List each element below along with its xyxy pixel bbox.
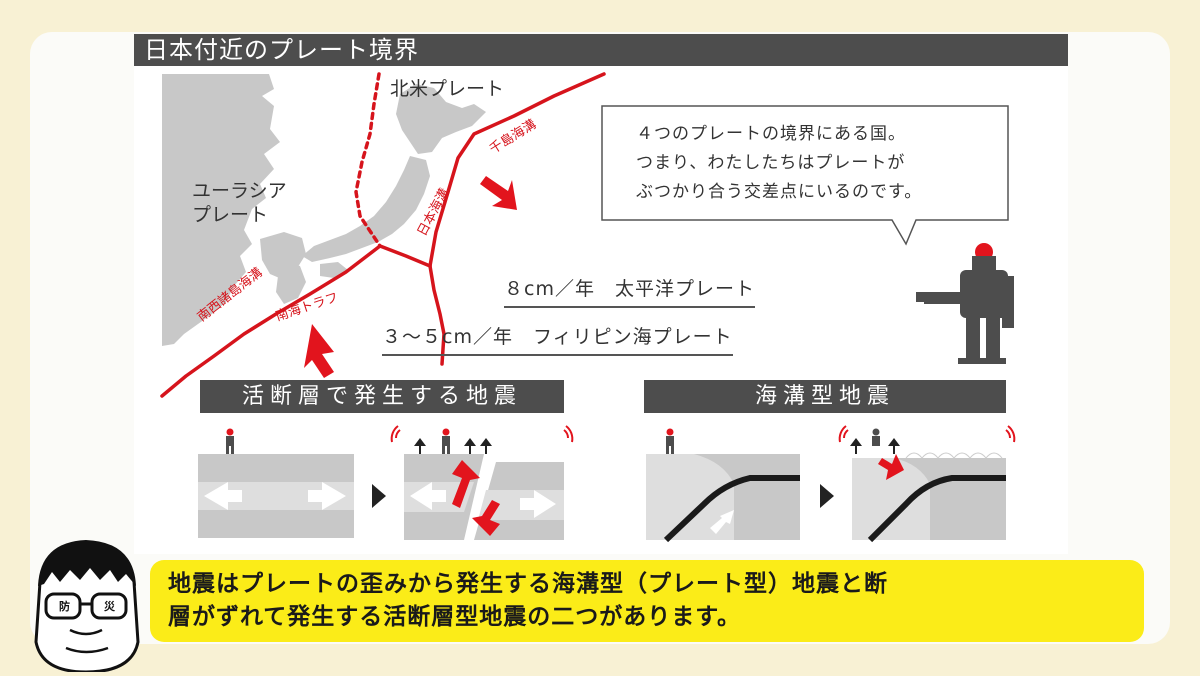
plate-boundaries (160, 72, 606, 398)
trench-diagram-after (838, 425, 1016, 543)
seismic-wave-icon (563, 425, 574, 443)
red-arrow-icon (480, 176, 517, 210)
mascot-character (34, 540, 140, 672)
play-triangle-icon (372, 484, 386, 508)
seismic-wave-icon (390, 425, 401, 443)
white-arrow-icon (710, 510, 734, 534)
mascot-glasses-right-label: 災 (104, 600, 115, 613)
hokkaido-island (396, 84, 486, 154)
plate-label-eurasian-line1: ユーラシア (192, 180, 287, 202)
red-arrow-icon (304, 324, 334, 378)
boundary-nankai (378, 244, 432, 268)
person-icon (916, 243, 1014, 364)
caption-line: 層がずれて発生する活断層型地震の二つがあります。 (168, 604, 742, 630)
mascot-glasses-left-label: 防 (59, 600, 70, 613)
speech-bubble-text: ４つのプレートの境界にある国。 つまり、わたしたちはプレートが ぶつかり合う交差… (636, 120, 996, 207)
speech-bubble-line: つまり、わたしたちはプレートが (636, 153, 906, 173)
active-fault-diagram-before (198, 428, 354, 538)
trench-type-header: 海溝型地震 (644, 380, 1006, 413)
seismic-wave-icon (1005, 425, 1016, 443)
boundary-japan-trench (428, 264, 446, 366)
seismic-wave-icon (838, 425, 849, 443)
honshu-island (302, 156, 430, 262)
active-fault-header: 活断層で発生する地震 (200, 380, 564, 413)
red-arrow-icon (472, 500, 500, 536)
boundary-dotted (354, 72, 382, 248)
speech-bubble (601, 105, 1009, 246)
trench-diagram-before (646, 428, 800, 543)
red-arrow-icon (878, 454, 904, 480)
play-triangle-icon (820, 484, 834, 508)
speech-bubble-line: ４つのプレートの境界にある国。 (636, 124, 906, 144)
caption-line: 地震はプレートの歪みから発生する海溝型（プレート型）地震と断 (168, 571, 888, 597)
red-arrow-icon (452, 460, 480, 508)
continent-asia (162, 74, 280, 346)
slide-title: 日本付近のプレート境界 (134, 34, 1068, 66)
plate-label-north-american: 北米プレート (390, 78, 505, 100)
kyushu-island (276, 262, 306, 304)
map-land (162, 74, 486, 346)
boundary-nansei (160, 244, 382, 398)
slide-graphics (160, 72, 1016, 543)
speech-bubble-line: ぶつかり合う交差点にいるのです。 (636, 182, 923, 202)
pacific-plate-rate: ８cm／年 太平洋プレート (504, 274, 755, 308)
plate-label-eurasian-line2: プレート (192, 204, 269, 226)
boundary-chishima (428, 72, 606, 268)
philippine-plate-rate: ３～５cm／年 フィリピン海プレート (382, 322, 733, 356)
active-fault-diagram-after (390, 425, 574, 540)
slide: 日本付近のプレート境界 北米プレート ユーラシア プレート 千島海溝 日本海溝 … (134, 34, 1068, 554)
caption-box: 地震はプレートの歪みから発生する海溝型（プレート型）地震と断 層がずれて発生する… (150, 560, 1144, 642)
northwest-landmass (164, 74, 218, 154)
shikoku-island (320, 262, 348, 278)
